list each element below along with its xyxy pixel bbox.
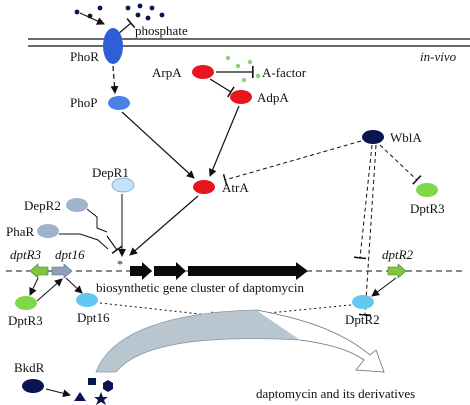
phor-label: PhoR	[70, 49, 99, 64]
dpt16-gene-arrow	[51, 263, 73, 279]
a-factor-dots	[225, 55, 261, 83]
square-icon	[88, 378, 96, 385]
atra-label: AtrA	[222, 180, 249, 195]
dptr3-left-label: DptR3	[8, 313, 43, 328]
dptr3-gene-product-arrow	[29, 277, 39, 296]
depr1-label: DepR1	[92, 165, 129, 180]
depr2-connector	[86, 208, 108, 233]
cluster-label: biosynthetic gene cluster of daptomycin	[96, 280, 304, 295]
phosphate-uptake-arrow	[79, 12, 105, 25]
dpt16-node	[76, 293, 98, 307]
dptr3-left-node	[15, 296, 37, 310]
dptr2-label: DptR2	[345, 312, 380, 327]
phar-connector	[59, 233, 109, 250]
phosphate-label: phosphate	[135, 23, 188, 38]
dptr3-right-label: DptR3	[410, 201, 445, 216]
dptr3-dpt16-arrow	[36, 278, 63, 302]
phor-node	[103, 28, 123, 64]
phar-node	[37, 224, 59, 238]
adpa-node	[230, 90, 252, 104]
depr2-phar-inhibition	[106, 235, 123, 254]
dpt16-gene-label: dpt16	[55, 247, 85, 262]
phor-phop-arrow	[110, 65, 119, 94]
bkdr-precursor-arrow	[45, 388, 71, 398]
gene-cluster-arrows	[130, 262, 308, 280]
dptr2-gene-product-arrow	[371, 277, 397, 297]
dptr2-gene-arrow	[387, 263, 407, 279]
precursor-shapes	[74, 378, 113, 405]
dptr3-gene-label: dptR3	[10, 247, 42, 262]
product-label: daptomycin and its derivatives	[256, 386, 415, 401]
bkdr-node	[22, 379, 44, 393]
depr2-label: DepR2	[24, 198, 61, 213]
dpt16-gene-product-arrow	[65, 277, 83, 294]
wbla-dptr3-inhibition	[379, 144, 422, 185]
dptr2-gene-label: dptR2	[382, 247, 414, 262]
adpa-label: AdpA	[257, 90, 289, 105]
dptr2-node	[352, 295, 374, 309]
depr2-node	[66, 198, 88, 212]
flow-arrow-head	[255, 309, 385, 373]
phop-node	[108, 96, 130, 110]
phosphate-dots	[74, 3, 165, 21]
phop-label: PhoP	[70, 95, 97, 110]
phar-label: PhaR	[6, 224, 35, 239]
dptr3-gene-arrow	[29, 263, 49, 279]
wbla-node	[362, 130, 384, 144]
triangle-icon	[74, 392, 86, 401]
bkdr-label: BkdR	[14, 360, 45, 375]
atra-cluster-arrow	[129, 195, 199, 256]
binding-site-mark: *	[117, 257, 123, 271]
adpa-atra-arrow	[208, 105, 240, 177]
atra-node	[193, 180, 215, 194]
dptr3-right-node	[416, 183, 438, 197]
phop-atra-arrow	[121, 111, 195, 179]
wbla-label: WblA	[390, 130, 422, 145]
phosphate-inhibition	[117, 18, 136, 35]
dpt16-label: Dpt16	[77, 310, 110, 325]
wbla-atra-inhibition	[222, 140, 362, 186]
arpa-label: ArpA	[152, 65, 182, 80]
wbla-cluster-inhibition	[353, 144, 373, 260]
arpa-node	[192, 65, 214, 79]
arpa-adpa-inhibition	[209, 78, 235, 98]
hexagon-icon	[103, 380, 113, 392]
depr1-node	[111, 177, 135, 193]
a-factor-label: A-factor	[262, 65, 307, 80]
wbla-dptr2-inhibition	[358, 144, 377, 316]
in-vivo-label: in-vivo	[420, 49, 457, 64]
star-icon	[94, 392, 108, 405]
